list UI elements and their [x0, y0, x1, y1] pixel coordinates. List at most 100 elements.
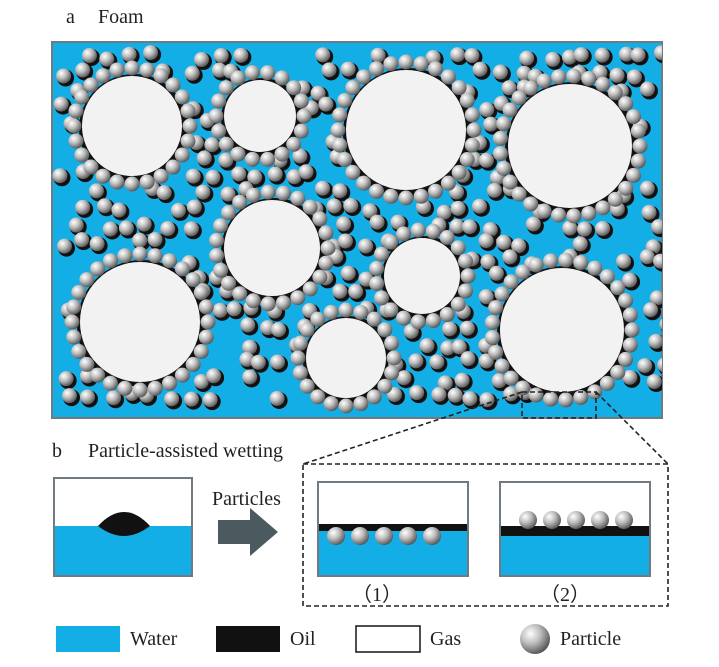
particle: [74, 232, 90, 248]
particle: [312, 269, 328, 285]
particle: [132, 232, 148, 248]
particle: [502, 249, 518, 265]
particle: [458, 283, 474, 299]
particle: [577, 221, 593, 237]
gas-bubble: [224, 200, 320, 296]
particle: [194, 52, 210, 68]
particle: [71, 344, 87, 360]
particle: [353, 304, 369, 320]
legend-particle-label: Particle: [560, 628, 622, 650]
particle: [220, 186, 236, 202]
particle: [409, 385, 425, 401]
particle: [462, 391, 478, 407]
particle: [232, 286, 248, 302]
particle: [202, 392, 218, 408]
particle: [260, 151, 276, 167]
particle: [599, 269, 615, 285]
particle: [174, 367, 190, 383]
particle: [326, 198, 342, 214]
particle: [484, 314, 500, 330]
particle: [302, 281, 318, 297]
particle: [244, 65, 260, 81]
zoom-line-left: [302, 391, 523, 465]
particle: [183, 221, 199, 237]
particle: [653, 253, 662, 269]
particle: [519, 511, 537, 529]
particle: [626, 167, 642, 183]
particle: [184, 65, 200, 81]
particle: [478, 289, 494, 305]
particle: [338, 398, 354, 414]
particle: [185, 272, 201, 288]
particle: [213, 48, 229, 64]
particle: [102, 375, 118, 391]
particle: [299, 322, 315, 338]
particle: [528, 387, 544, 403]
particle: [609, 67, 625, 83]
particle: [369, 260, 385, 276]
particle: [384, 365, 400, 381]
particle: [425, 49, 441, 65]
particle: [618, 180, 634, 196]
particle: [180, 103, 196, 119]
particle: [139, 62, 155, 78]
particle: [587, 260, 603, 276]
particle: [275, 185, 291, 201]
particle: [275, 295, 291, 311]
particle: [74, 89, 90, 105]
particle: [496, 160, 512, 176]
particle: [323, 304, 339, 320]
particle: [232, 194, 248, 210]
particle: [511, 90, 527, 106]
particle: [643, 302, 659, 318]
particle: [398, 190, 414, 206]
particle: [464, 107, 480, 123]
particle: [218, 136, 234, 152]
particle: [292, 365, 308, 381]
particle: [659, 318, 662, 330]
particle: [332, 283, 348, 299]
particle: [221, 205, 237, 221]
particle: [567, 511, 585, 529]
particle: [97, 198, 113, 214]
particle: [165, 159, 181, 175]
particle: [595, 220, 611, 236]
particle: [74, 147, 90, 163]
particle: [503, 370, 519, 386]
particle: [239, 351, 255, 367]
particle: [607, 85, 623, 101]
particle: [247, 169, 263, 185]
particle: [56, 238, 72, 254]
particle: [195, 184, 211, 200]
case-1-label: （1）: [352, 584, 402, 606]
particle: [396, 226, 412, 242]
particle: [270, 354, 286, 370]
particle: [536, 73, 552, 89]
particle: [230, 146, 246, 162]
particle: [562, 220, 578, 236]
particle: [327, 527, 345, 545]
particle: [460, 351, 476, 367]
particle: [536, 203, 552, 219]
particle: [345, 80, 361, 96]
particle: [185, 356, 201, 372]
particle: [206, 368, 222, 384]
particle: [501, 80, 517, 96]
particle: [180, 133, 196, 149]
particle: [99, 51, 115, 67]
particle: [106, 390, 122, 406]
particle: [205, 169, 221, 185]
particle: [622, 307, 638, 323]
particle: [338, 302, 354, 318]
gas-bubbles: [80, 70, 632, 398]
particle: [193, 373, 209, 389]
particle: [374, 246, 390, 262]
particle: [165, 77, 181, 93]
particle: [454, 372, 470, 388]
particle: [174, 147, 190, 163]
particle: [451, 80, 467, 96]
particle: [458, 253, 474, 269]
particle: [231, 166, 247, 182]
particle: [209, 232, 225, 248]
particle: [632, 138, 648, 154]
